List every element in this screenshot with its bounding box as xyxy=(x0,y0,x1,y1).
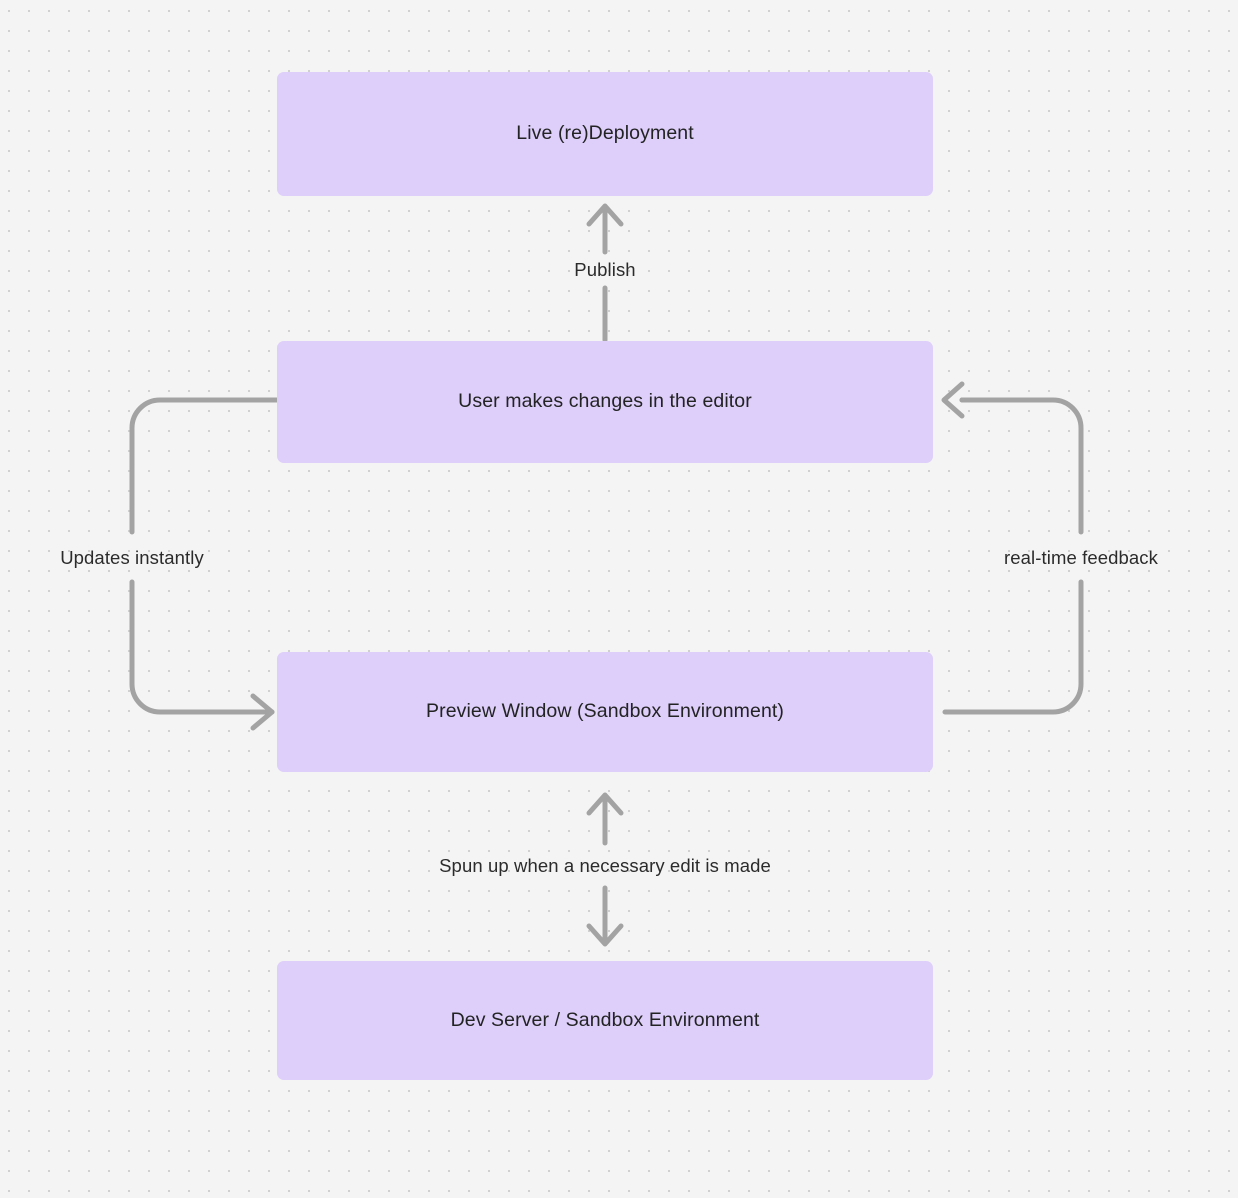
node-preview-window[interactable]: Preview Window (Sandbox Environment) xyxy=(277,652,933,772)
edge-label-real-time-feedback: real-time feedback xyxy=(1004,546,1158,568)
edge-label-spun-up: Spun up when a necessary edit is made xyxy=(439,854,771,876)
edge-label-updates-instantly: Updates instantly xyxy=(60,546,204,568)
node-live-deployment-label: Live (re)Deployment xyxy=(516,122,694,145)
node-live-deployment[interactable]: Live (re)Deployment xyxy=(277,72,933,196)
node-dev-server-label: Dev Server / Sandbox Environment xyxy=(450,1008,760,1031)
node-user-edits[interactable]: User makes changes in the editor xyxy=(277,341,933,463)
edge-label-publish: Publish xyxy=(574,258,636,280)
node-dev-server[interactable]: Dev Server / Sandbox Environment xyxy=(277,961,933,1080)
node-preview-window-label: Preview Window (Sandbox Environment) xyxy=(426,700,784,723)
node-user-edits-label: User makes changes in the editor xyxy=(458,390,752,413)
